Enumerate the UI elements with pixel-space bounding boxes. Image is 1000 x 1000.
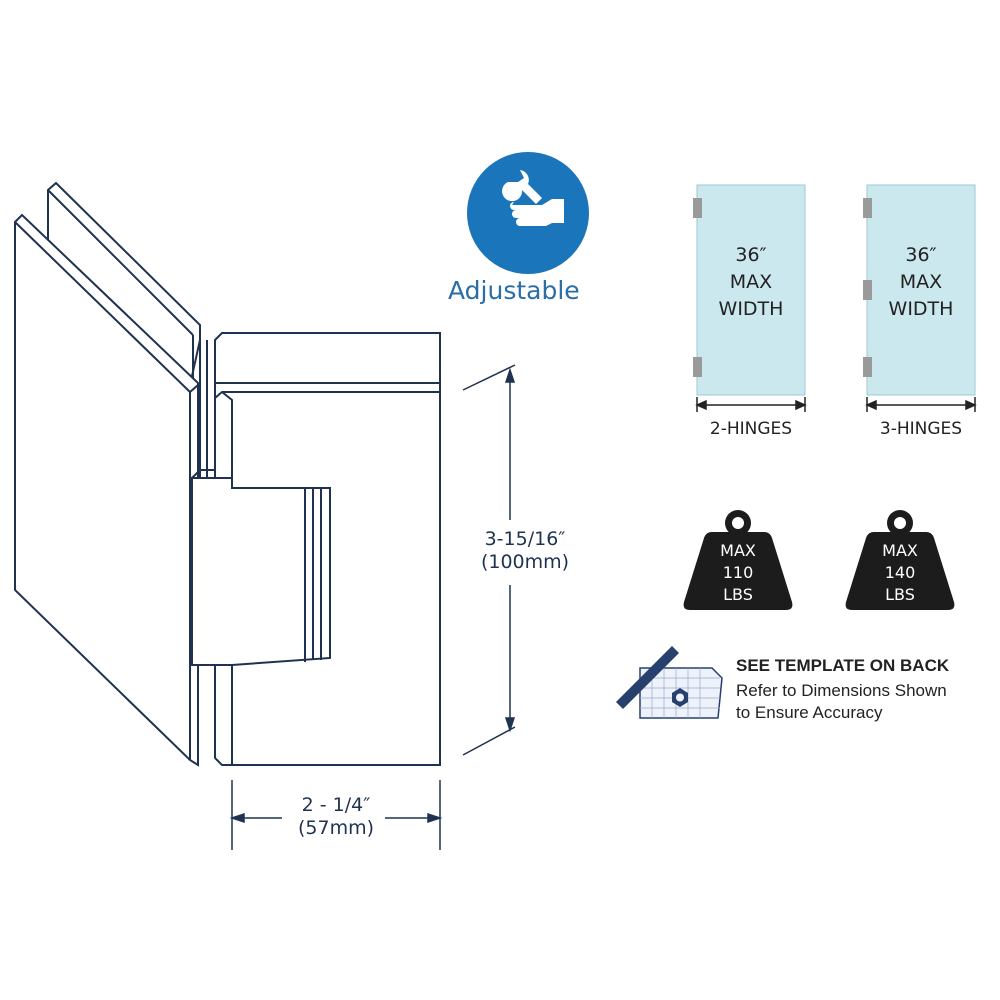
weight-max: MAX <box>882 541 918 560</box>
weight-value: 140 <box>884 563 916 582</box>
weight-value: 110 <box>722 563 754 582</box>
hinge-icon <box>693 198 702 218</box>
glass-panel-3-hinges <box>863 184 976 396</box>
weight-max: MAX <box>720 541 756 560</box>
width-dimension-label: 2 - 1/4″ (57mm) <box>276 794 396 840</box>
hinge-icon <box>693 357 702 377</box>
weight-icon-140 <box>845 510 955 610</box>
panel-width-value: 36″ <box>735 244 767 266</box>
template-line-2: to Ensure Accuracy <box>736 703 883 722</box>
hinge-icon <box>863 357 872 377</box>
width-mm: (57mm) <box>297 817 375 839</box>
hinge-barrel <box>191 469 331 666</box>
height-mm: (100mm) <box>480 551 570 573</box>
hinge-icon <box>863 280 872 300</box>
front-plate <box>14 213 199 767</box>
template-ruler-icon <box>616 646 723 719</box>
weight-unit: LBS <box>723 585 753 604</box>
panel-width-label: WIDTH <box>718 298 784 320</box>
panel-1-text: 36″ MAX WIDTH <box>697 242 805 323</box>
width-inches: 2 - 1/4″ <box>301 794 371 816</box>
glass-panel-2-hinges <box>693 184 806 396</box>
adjustable-label: Adjustable <box>448 276 580 305</box>
panel-max-label: MAX <box>899 271 943 293</box>
template-heading: SEE TEMPLATE ON BACK <box>736 656 950 675</box>
panel-width-label: WIDTH <box>888 298 954 320</box>
height-inches: 3-15/16″ <box>484 528 566 550</box>
hinge-icon <box>863 198 872 218</box>
panel-1-hinge-label: 2-HINGES <box>709 419 793 439</box>
weight-icon-110 <box>683 510 793 610</box>
panel-max-label: MAX <box>729 271 773 293</box>
adjustable-badge <box>467 152 589 274</box>
panel-2-text: 36″ MAX WIDTH <box>867 242 975 323</box>
panel-width-arrows <box>695 397 977 412</box>
wrench-hand-icon <box>502 170 564 226</box>
panel-2-hinge-label: 3-HINGES <box>879 419 963 439</box>
back-plate <box>47 181 208 480</box>
width-dimension-line <box>229 780 443 850</box>
weight-unit: LBS <box>885 585 915 604</box>
panel-width-value: 36″ <box>905 244 937 266</box>
height-dimension-label: 3-15/16″ (100mm) <box>470 528 580 574</box>
height-dimension-line <box>462 364 516 756</box>
weight-140-text: MAX 140 LBS <box>860 540 940 606</box>
template-line-1: Refer to Dimensions Shown <box>736 681 947 700</box>
weight-110-text: MAX 110 LBS <box>698 540 778 606</box>
